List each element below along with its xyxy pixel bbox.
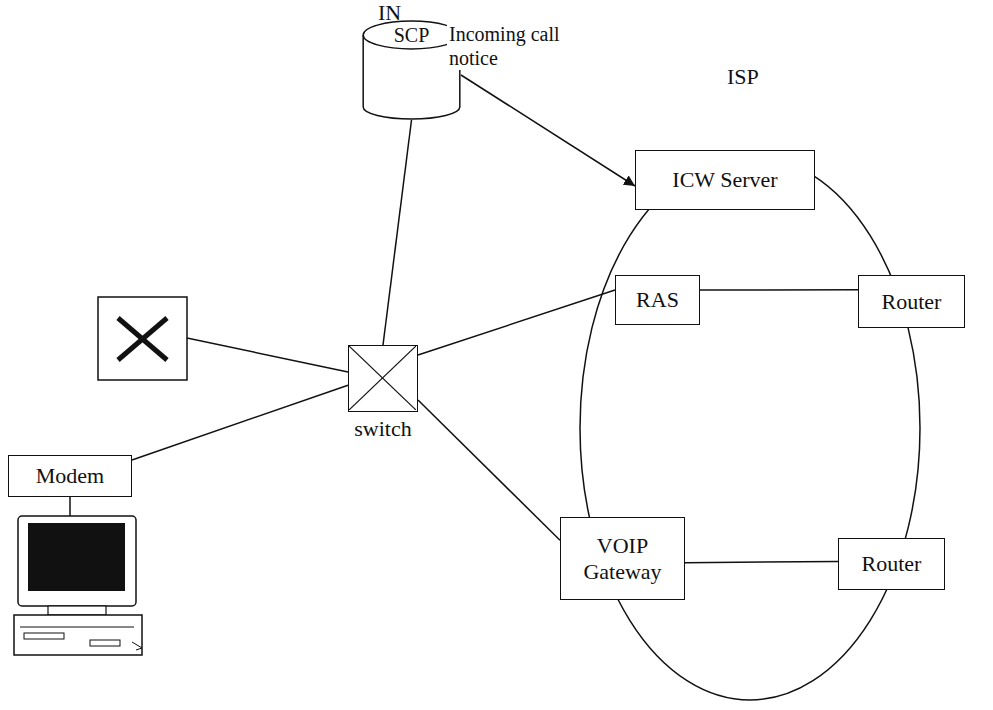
drive-bay [24, 633, 64, 639]
computer-illustration [14, 516, 142, 655]
mouse-cord [132, 642, 142, 650]
isp-region-outline [580, 156, 920, 700]
node-text: Router [882, 289, 942, 314]
monitor [18, 516, 136, 606]
node-text: Router [862, 551, 922, 576]
phone-line [187, 338, 348, 372]
connector-line [418, 400, 560, 540]
connector-line [418, 290, 615, 355]
modem-cable [69, 497, 71, 516]
connector-line [685, 561, 838, 562]
connector-line [383, 120, 412, 345]
monitor-screen [28, 523, 125, 591]
modem-box: Modem [8, 455, 132, 497]
switch-cross [349, 346, 416, 410]
router-box: Router [858, 275, 965, 328]
node-text: switch [348, 416, 418, 441]
connector-line [461, 75, 635, 186]
node-text: Modem [36, 463, 104, 488]
gateway-box: VOIP Gateway [560, 517, 685, 600]
node-text: VOIP Gateway [569, 533, 676, 584]
switch-symbol: switch [348, 345, 418, 441]
drive-slot [20, 627, 134, 628]
switch-diagonal [349, 346, 416, 410]
network-label: ISP [727, 64, 759, 89]
access-server-box: RAS [615, 275, 700, 325]
connector-line [132, 385, 348, 460]
computer-base [14, 615, 142, 655]
edge-label: Incoming call notice [447, 22, 581, 70]
cross-mark [118, 318, 167, 360]
network-label: IN [378, 0, 401, 25]
server-box: ICW Server [635, 150, 815, 210]
node-text: RAS [636, 287, 679, 312]
drive-bay [90, 640, 120, 646]
node-text: ICW Server [672, 167, 777, 192]
switch-box [348, 345, 418, 412]
connector-line [700, 289, 858, 291]
monitor-stand [48, 606, 106, 615]
router-box: Router [838, 538, 945, 590]
cross-mark [118, 318, 167, 360]
telephone-box [98, 297, 187, 380]
switch-diagonal [349, 346, 416, 410]
